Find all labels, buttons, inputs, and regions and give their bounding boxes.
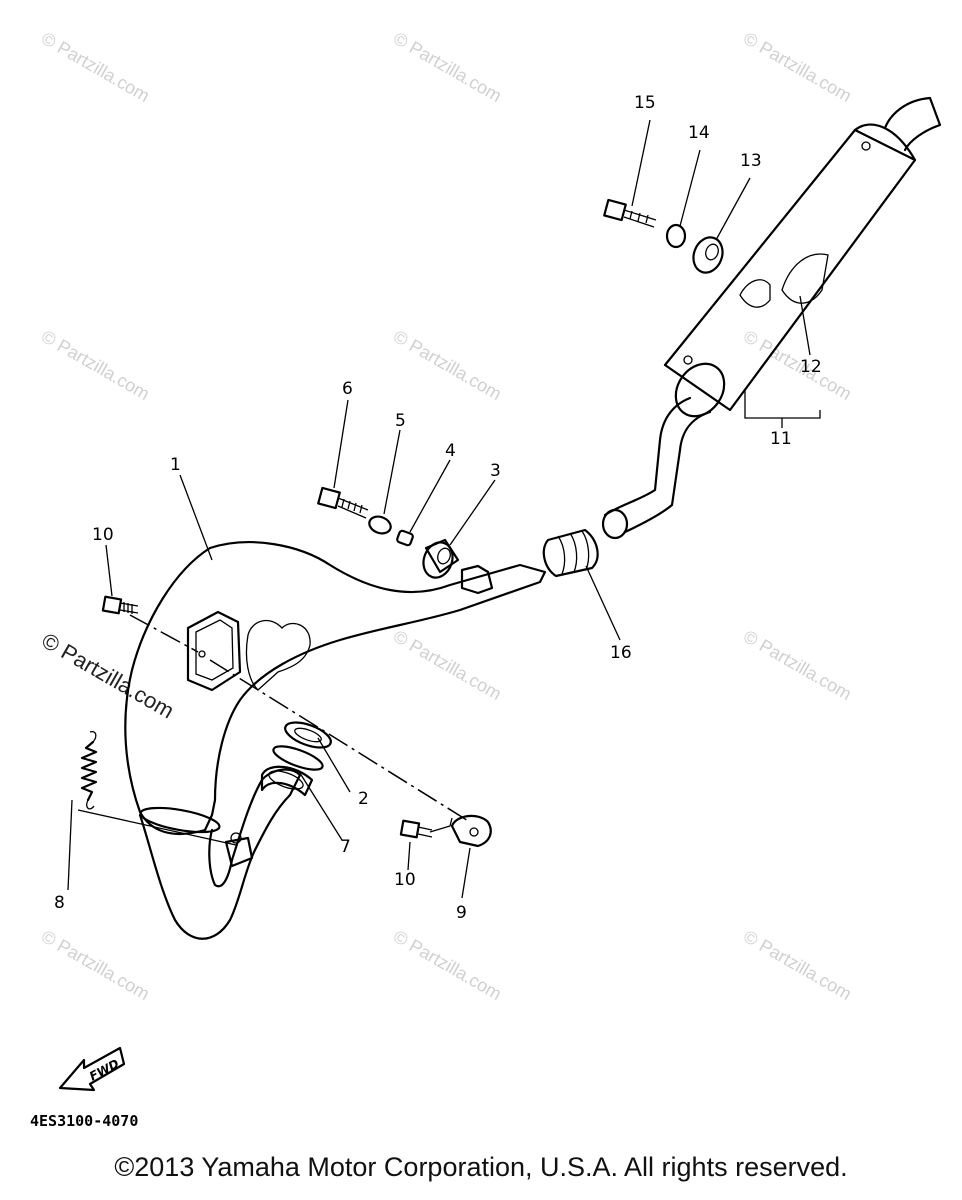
watermark: © Partzilla.com bbox=[740, 28, 855, 106]
callout-13: 13 bbox=[740, 151, 762, 171]
callout-3: 3 bbox=[490, 461, 501, 481]
gasket-and-joint bbox=[260, 721, 332, 797]
fwd-arrow-icon: FWD bbox=[58, 1046, 126, 1092]
bolt-10-lower bbox=[399, 819, 433, 839]
fwd-label: FWD bbox=[87, 1056, 121, 1083]
diagram-code: 4ES3100-4070 bbox=[30, 1112, 138, 1130]
callout-14: 14 bbox=[688, 123, 710, 143]
silencer-hardware bbox=[603, 198, 724, 274]
callout-6: 6 bbox=[342, 379, 353, 399]
callout-5: 5 bbox=[395, 411, 406, 431]
expansion-chamber bbox=[124, 541, 547, 940]
callout-1: 1 bbox=[170, 455, 181, 475]
bracket-9 bbox=[450, 814, 492, 848]
mount-hardware bbox=[317, 486, 460, 579]
callouts: 1 2 3 4 5 6 7 8 9 10 10 11 12 13 14 15 1… bbox=[54, 93, 822, 923]
leader-lines bbox=[67, 119, 821, 899]
callout-8: 8 bbox=[54, 893, 65, 913]
watermark: © Partzilla.com bbox=[38, 926, 153, 1004]
callout-9: 9 bbox=[456, 903, 467, 923]
silencer bbox=[601, 96, 942, 540]
watermark: © Partzilla.com bbox=[740, 926, 855, 1004]
watermark: © Partzilla.com bbox=[38, 326, 153, 404]
callout-2: 2 bbox=[358, 789, 369, 809]
watermark: © Partzilla.com bbox=[740, 626, 855, 704]
watermark: © Partzilla.com bbox=[390, 326, 505, 404]
callout-16: 16 bbox=[610, 643, 632, 663]
watermark: © Partzilla.com bbox=[740, 326, 855, 404]
watermark-dark: © Partzilla.com bbox=[38, 628, 179, 724]
copyright-notice: ©2013 Yamaha Motor Corporation, U.S.A. A… bbox=[114, 1152, 848, 1182]
watermark: © Partzilla.com bbox=[390, 28, 505, 106]
joint-connector bbox=[542, 528, 599, 578]
callout-4: 4 bbox=[445, 441, 456, 461]
callout-10-lower: 10 bbox=[394, 870, 416, 890]
bolt-10-upper bbox=[101, 595, 139, 615]
callout-10-upper: 10 bbox=[92, 525, 114, 545]
watermarks: © Partzilla.com © Partzilla.com © Partzi… bbox=[38, 28, 856, 1004]
callout-12: 12 bbox=[800, 357, 822, 377]
callout-11: 11 bbox=[770, 429, 792, 449]
spring bbox=[80, 730, 98, 810]
callout-7: 7 bbox=[340, 837, 351, 857]
callout-15: 15 bbox=[634, 93, 656, 113]
watermark: © Partzilla.com bbox=[38, 28, 153, 106]
watermark: © Partzilla.com bbox=[390, 626, 505, 704]
watermark: © Partzilla.com bbox=[390, 926, 505, 1004]
